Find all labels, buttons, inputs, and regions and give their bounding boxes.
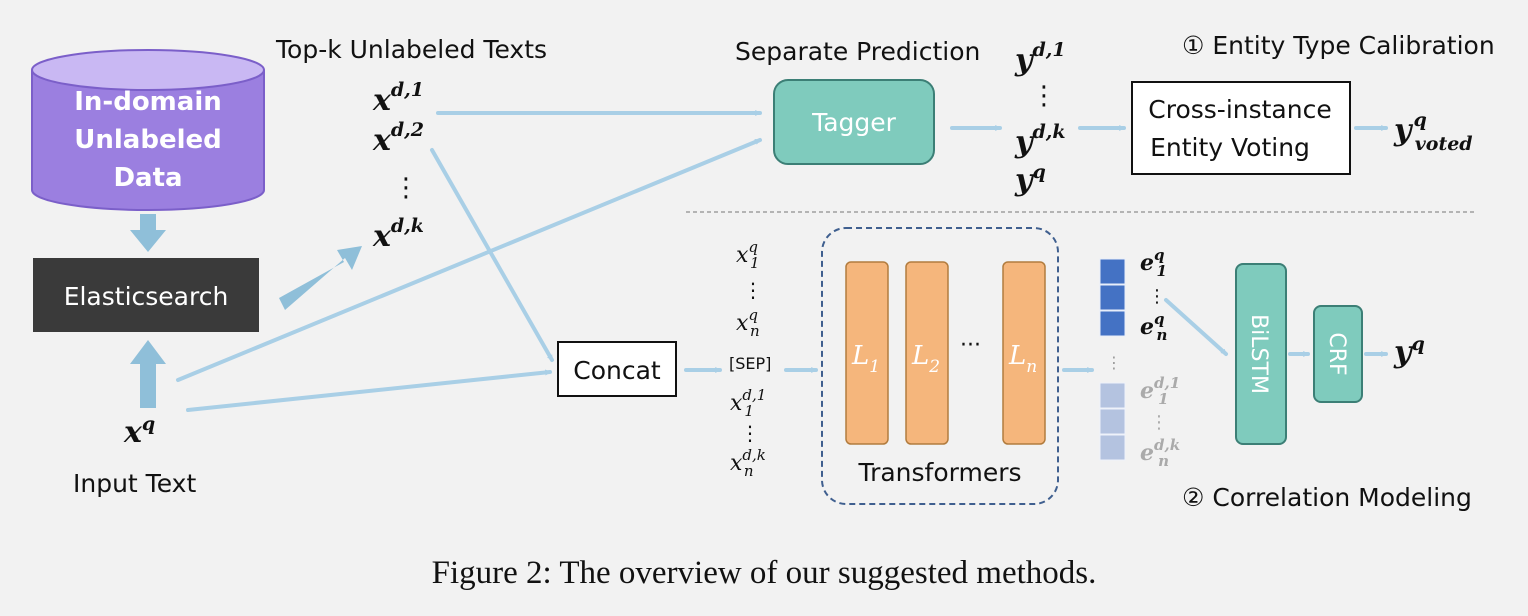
entity-type-calibration-title: ① Entity Type Calibration	[1182, 31, 1495, 60]
database-label-line2: Unlabeled	[74, 125, 221, 155]
e-vdots-2: ⋮	[1150, 412, 1168, 433]
y-d1: yd,1	[1014, 39, 1066, 78]
figure-caption: Figure 2: The overview of our suggested …	[431, 555, 1097, 591]
elasticsearch-box: Elasticsearch	[33, 258, 259, 332]
transformer-layer-1	[845, 261, 889, 445]
arrow-topk-to-concat	[430, 148, 554, 362]
layer-label-1: L1	[851, 341, 880, 377]
y-q: yq	[1014, 161, 1046, 198]
layer-label-2: L2	[911, 341, 940, 377]
token-vdots-1: ⋮	[743, 278, 763, 302]
correlation-modeling-title: ② Correlation Modeling	[1182, 483, 1472, 512]
thick-arrows	[130, 214, 362, 408]
database-cylinder: In-domain Unlabeled Data	[31, 49, 265, 211]
transformer-layer-2	[905, 261, 949, 445]
arrow-embeddings-to-bilstm	[1164, 298, 1228, 356]
input-symbol: xq	[123, 413, 155, 450]
y-vdots: ⋮	[1031, 81, 1057, 111]
crf-box: CRF	[1313, 305, 1363, 403]
y-dk: yd,k	[1014, 121, 1066, 160]
topk-vdots: ⋮	[393, 173, 419, 203]
embeddings-vdots: ⋮	[1106, 353, 1122, 372]
topk-x-dk: xd,k	[372, 215, 424, 254]
topk-title: Top-k Unlabeled Texts	[275, 35, 547, 64]
layer-label-n: Ln	[1008, 341, 1037, 377]
arrow-input-to-tagger	[176, 138, 762, 382]
elasticsearch-label: Elasticsearch	[64, 282, 229, 311]
concat-label: Concat	[573, 356, 661, 385]
voting-box: Cross-instance Entity Voting	[1131, 81, 1351, 175]
transformers-label: Transformers	[857, 458, 1021, 487]
e-vdots-1: ⋮	[1148, 286, 1166, 307]
topk-x-d1: xd,1	[372, 79, 424, 118]
layers-hdots: ···	[960, 333, 981, 358]
transformers-group: L1 L2 Ln ··· Transformers	[821, 227, 1059, 505]
tagger-box: Tagger	[773, 79, 935, 165]
voting-label-line2: Entity Voting	[1150, 133, 1310, 162]
concat-box: Concat	[557, 341, 677, 397]
crf-label: CRF	[1324, 332, 1349, 375]
tagger-label: Tagger	[811, 108, 897, 137]
database-label-line3: Data	[113, 163, 182, 193]
bilstm-label: BiLSTM	[1246, 314, 1271, 394]
input-text-label: Input Text	[73, 469, 196, 498]
arrows	[176, 110, 1388, 412]
token-sep: [SEP]	[729, 354, 771, 373]
embeddings-retrieved	[1099, 382, 1126, 461]
topk-x-d2: xd,2	[372, 119, 424, 158]
embeddings-query	[1099, 258, 1126, 337]
separate-prediction-title: Separate Prediction	[735, 37, 980, 66]
token-vdots-2: ⋮	[740, 421, 760, 445]
arrow-input-to-concat	[186, 369, 552, 412]
final-output-yq: yq	[1393, 333, 1425, 370]
voting-label-line1: Cross-instance	[1148, 95, 1331, 124]
database-label-line1: In-domain	[74, 87, 222, 117]
transformer-layer-n	[1002, 261, 1046, 445]
bilstm-box: BiLSTM	[1235, 263, 1287, 445]
